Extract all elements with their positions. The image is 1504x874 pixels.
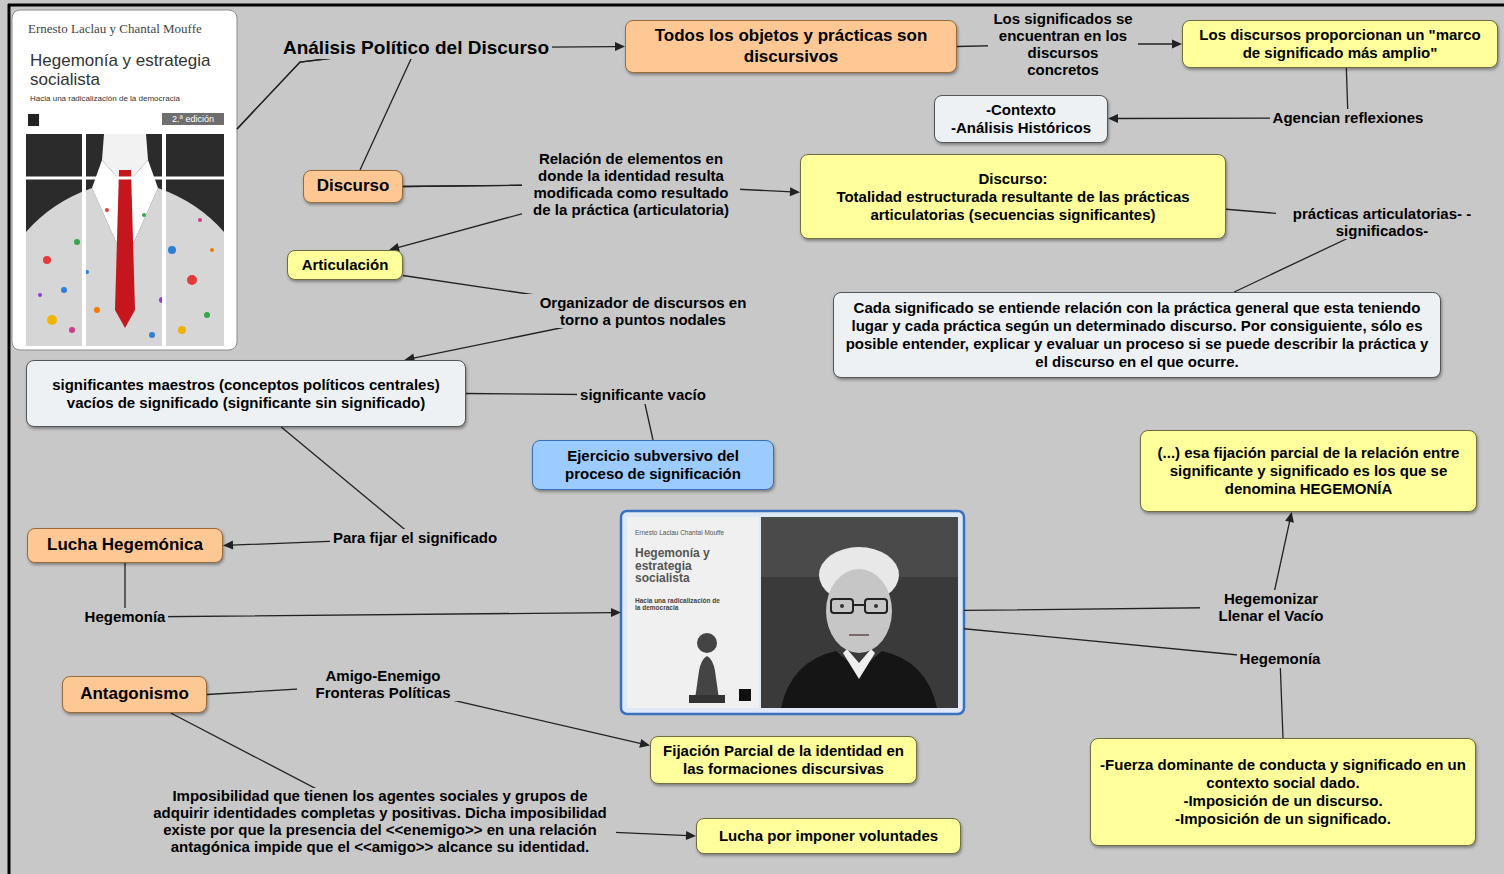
node-text: Hacia una radicalización de la democraci… — [30, 94, 230, 103]
node-text: Ernesto Laclau Chantal Mouffe — [635, 529, 725, 536]
node-text: Discurso — [312, 176, 394, 196]
link-label: Hegemonía — [1237, 650, 1324, 667]
concept-box: Discurso — [303, 170, 403, 203]
connector — [237, 48, 416, 170]
concept-box: significantes maestros (conceptos políti… — [26, 360, 466, 427]
node-text: Hegemonía y estrategia socialista — [30, 52, 235, 89]
concept-box: Lucha por imponer voluntades — [696, 818, 961, 854]
arrow-head — [639, 739, 650, 748]
node-text: (...) esa fijación parcial de la relació… — [1149, 444, 1468, 498]
connector-line — [125, 563, 613, 617]
node-text: Antagonismo — [71, 684, 198, 704]
arrow-head — [1172, 40, 1182, 49]
arrow-head — [223, 541, 233, 550]
node-text: -Análisis Históricos — [943, 119, 1099, 137]
link-label: Imposibilidad que tienen los agentes soc… — [144, 788, 616, 856]
node-text: Discurso: — [809, 170, 1217, 188]
concept-box: Ejercicio subversivo del proceso de sign… — [532, 440, 774, 490]
concept-box: Articulación — [287, 250, 403, 280]
node-text: significantes maestros (conceptos políti… — [35, 376, 457, 412]
node-text: Ernesto Laclau y Chantal Mouffe — [28, 22, 228, 37]
link-label: prácticas articulatorias- -significados- — [1276, 205, 1488, 240]
node-text: -Imposición de un discurso. — [1099, 792, 1467, 810]
link-label: Hegemonizar Llenar el Vacío — [1200, 590, 1342, 625]
connector-line — [237, 47, 617, 129]
book-cover: Ernesto Laclau y Chantal MouffeHegemonía… — [12, 10, 237, 350]
node-text: Ejercicio subversivo del proceso de sign… — [541, 447, 765, 483]
arrow-head — [615, 42, 625, 51]
node-text: -Fuerza dominante de conducta y signific… — [1099, 756, 1467, 792]
connector — [125, 563, 621, 617]
node-text: 2.ª edición — [162, 113, 224, 125]
arrow-head — [1285, 512, 1294, 523]
link-label: Los significados se encuentran en los di… — [988, 10, 1138, 79]
concept-box: Fijación Parcial de la identidad en las … — [650, 736, 917, 784]
concept-box: (...) esa fijación parcial de la relació… — [1140, 430, 1477, 512]
concept-box: Los discursos proporcionan un "marco de … — [1182, 20, 1498, 68]
author-photo-illustration — [621, 511, 964, 714]
node-text: -Imposición de un significado. — [1099, 810, 1467, 828]
node-text: Los discursos proporcionan un "marco de … — [1191, 26, 1489, 62]
link-label: Agencian reflexiones — [1270, 109, 1427, 126]
node-text: -Contexto — [943, 101, 1099, 119]
connector-line — [231, 427, 415, 545]
link-label: Para fijar el significado — [330, 529, 500, 546]
frame-line — [8, 4, 1504, 7]
arrow-head — [790, 187, 800, 196]
connector-line — [237, 48, 416, 170]
node-text: Articulación — [296, 256, 394, 274]
concept-box: Antagonismo — [62, 676, 207, 713]
arrow-head — [686, 831, 696, 840]
author-photo: Ernesto Laclau Chantal MouffeHegemonía y… — [621, 511, 964, 714]
book-cover-illustration — [12, 10, 237, 350]
node-text: Hegemonía y estrategia socialista — [635, 547, 727, 585]
link-label: Amigo-Enemigo Fronteras Políticas — [297, 667, 469, 702]
node-text: Todos los objetos y prácticas son discur… — [634, 26, 948, 67]
concept-box: Discurso:Totalidad estructurada resultan… — [800, 154, 1226, 239]
concept-box: -Fuerza dominante de conducta y signific… — [1090, 738, 1476, 846]
concept-box: Todos los objetos y prácticas son discur… — [625, 20, 957, 73]
node-text: Fijación Parcial de la identidad en las … — [659, 742, 908, 778]
node-text: Totalidad estructurada resultante de las… — [809, 188, 1217, 224]
arrow-head — [611, 608, 621, 617]
connector-line — [964, 629, 1283, 738]
node-text: Hacia una radicalización de la democraci… — [635, 597, 727, 612]
link-label: Análisis Político del Discurso — [280, 37, 552, 59]
arrow-head — [1108, 114, 1118, 123]
frame-line — [8, 4, 11, 874]
connector — [964, 629, 1283, 738]
concept-box: Cada significado se entiende relación co… — [833, 292, 1441, 378]
concept-box: -Contexto-Análisis Históricos — [934, 95, 1108, 143]
link-label: Organizador de discursos en torno a punt… — [519, 294, 767, 329]
node-text: Lucha Hegemónica — [36, 535, 214, 555]
link-label: Hegemonía — [82, 608, 169, 625]
link-label: significante vacío — [577, 386, 709, 403]
node-text: Cada significado se entiende relación co… — [842, 299, 1432, 371]
link-label: Relación de elementos en donde la identi… — [522, 150, 740, 219]
node-text: Lucha por imponer voluntades — [705, 827, 952, 845]
concept-box: Lucha Hegemónica — [27, 528, 223, 563]
